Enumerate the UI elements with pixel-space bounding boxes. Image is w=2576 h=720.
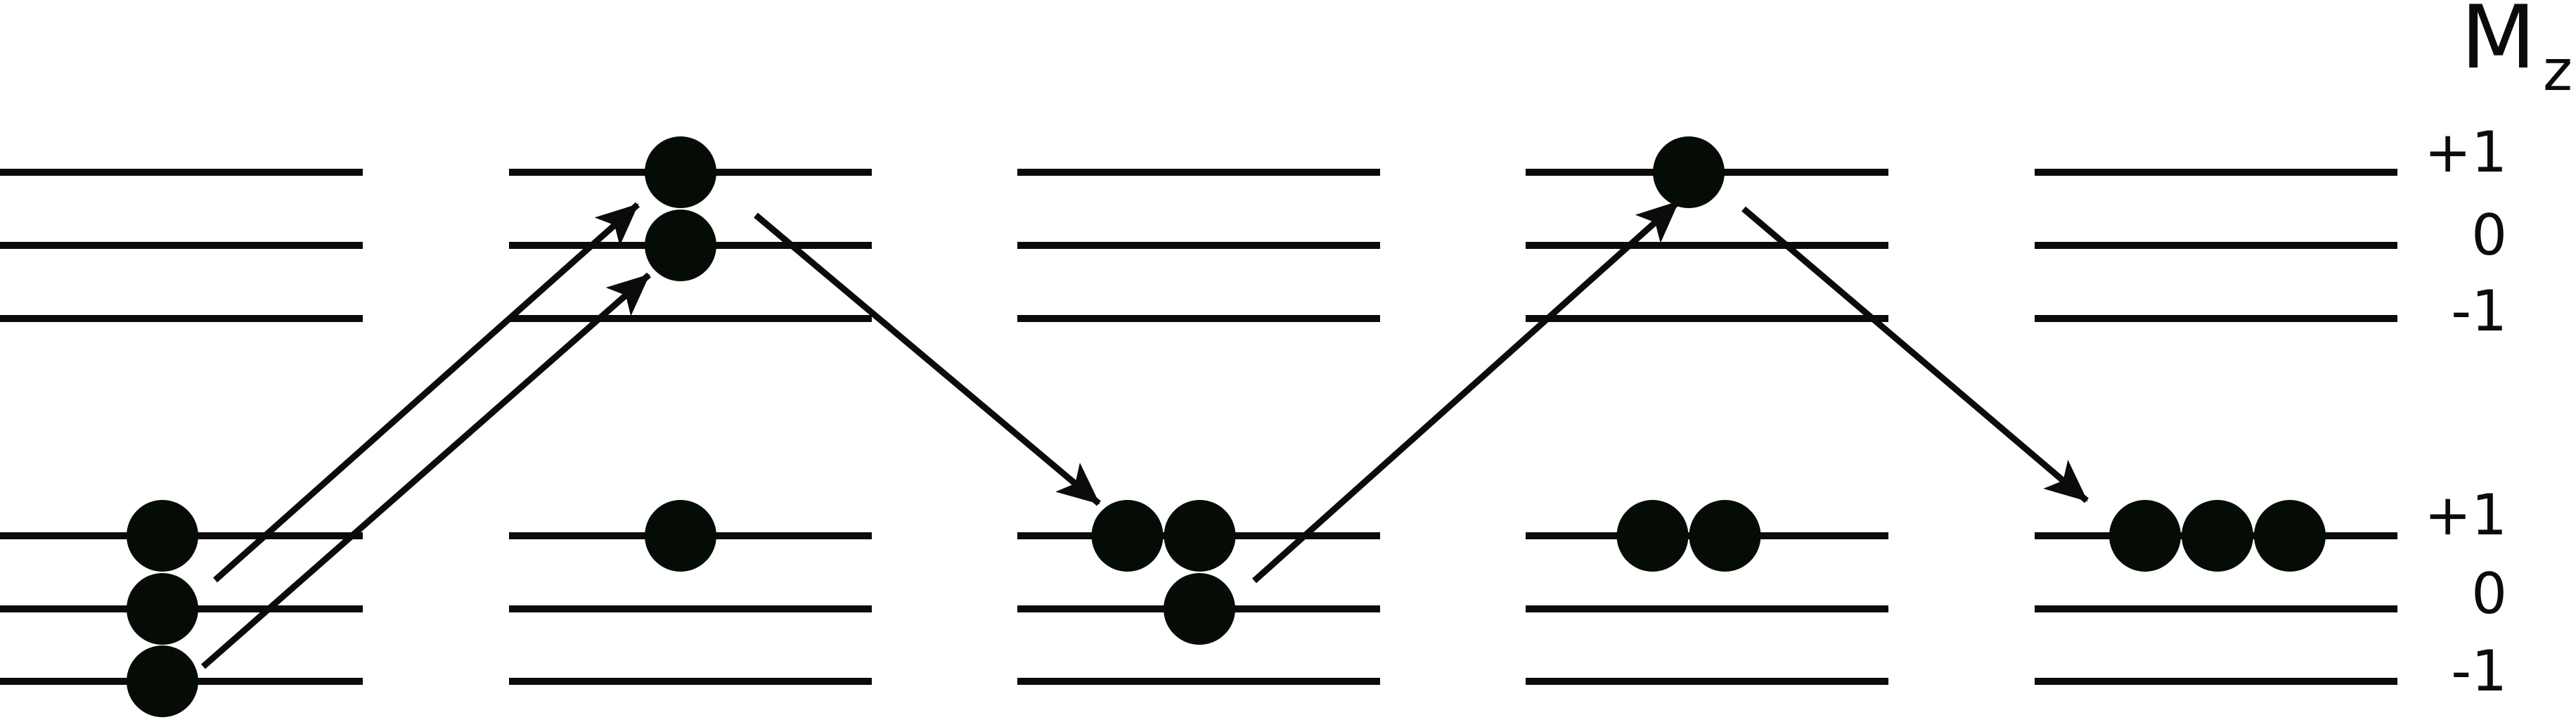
transition-arrow-3-decay [754,212,1101,506]
atom-dot-stage-5-lower-plus1-1 [2109,500,2181,572]
atom-dot-stage-2-upper-plus1-1 [645,136,716,208]
lower-level-label-minus1: -1 [2451,638,2507,704]
upper-level-label-minus1: -1 [2451,278,2507,344]
atom-dot-stage-4-lower-plus1-1 [1616,500,1689,572]
atom-dot-stage-1-lower-minus1-1 [127,645,198,717]
upper-level-label-zero: 0 [2471,202,2507,268]
axis-title-subscript: z [2543,38,2572,103]
atom-dot-stage-2-upper-zero-1 [645,210,716,281]
transition-arrow-5-decay [1741,206,2089,503]
transition-arrows [201,199,2089,669]
transition-arrow-2-excitation [201,272,651,669]
atom-dot-stage-2-lower-plus1-1 [645,500,716,572]
atom-dot-stage-4-upper-plus1-1 [1653,136,1725,208]
atom-dot-stage-1-lower-zero-1 [127,573,198,645]
atom-populations [127,136,2326,717]
upper-level-label-plus1: +1 [2424,120,2507,185]
level-labels: M z +1 0 -1 +1 0 -1 [2424,0,2572,704]
atom-dot-stage-3-lower-zero-1 [1164,573,1235,645]
atom-dot-stage-1-lower-plus1-1 [127,500,198,572]
atom-dot-stage-3-lower-plus1-1 [1091,500,1164,572]
energy-levels [0,169,2397,685]
transition-arrow-1-excitation [213,202,640,583]
lower-level-label-zero: 0 [2471,561,2507,626]
atom-dot-stage-5-lower-plus1-3 [2254,500,2326,572]
atom-dot-stage-4-lower-plus1-2 [1689,500,1761,572]
atom-dot-stage-5-lower-plus1-2 [2182,500,2253,572]
atom-dot-stage-3-lower-plus1-2 [1164,500,1236,572]
axis-title-main: M [2461,0,2536,89]
transition-arrow-4-excitation [1252,199,1680,584]
lower-level-label-plus1: +1 [2424,482,2507,548]
